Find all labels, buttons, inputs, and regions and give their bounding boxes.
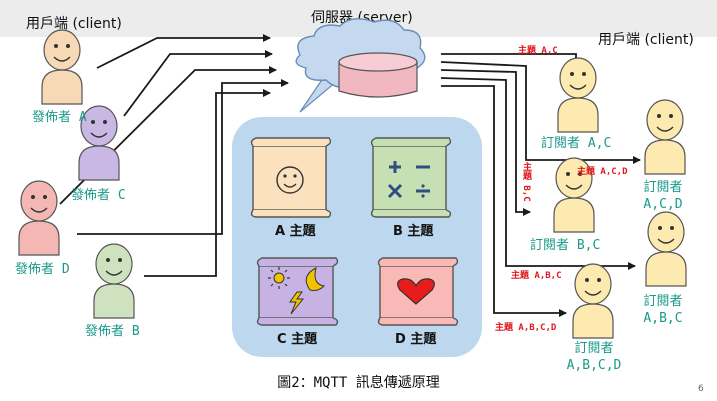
page-number: 6 xyxy=(698,384,704,394)
subscriber-acd-icon xyxy=(644,99,686,175)
arrow-tag-ac: 主題 A,C xyxy=(518,46,558,56)
publisher-a-icon xyxy=(41,29,83,105)
smiley-icon xyxy=(276,166,304,194)
left-client-title: 用戶端 (client) xyxy=(26,16,122,32)
subscriber-abcd-icon xyxy=(572,263,614,339)
publisher-d-label: 發佈者 D xyxy=(15,262,70,277)
subscriber-bc-label: 訂閱者 B,C xyxy=(530,238,601,253)
publisher-b-label: 發佈者 B xyxy=(85,324,140,339)
publisher-a-label: 發佈者 A xyxy=(32,110,87,125)
topic-a-label: A 主題 xyxy=(275,224,316,239)
topic-c-scroll xyxy=(256,257,339,326)
topic-b-label: B 主題 xyxy=(393,224,434,239)
math-symbols-icon xyxy=(387,161,430,199)
subscriber-acd-label: 訂閱者 A,C,D xyxy=(643,180,683,212)
subscriber-ac-icon xyxy=(557,57,599,133)
arrow-tag-bc: 主題 B,C xyxy=(521,162,531,202)
subscriber-ac-label: 訂閱者 A,C xyxy=(541,136,612,151)
heart-icon xyxy=(397,278,435,305)
weather-icon xyxy=(268,267,326,315)
publisher-c-label: 發佈者 C xyxy=(71,188,126,203)
subscriber-abc-label: 訂閱者 A,B,C xyxy=(643,294,683,326)
server-database-icon xyxy=(338,52,418,98)
topic-a-scroll xyxy=(250,137,332,218)
publisher-b-icon xyxy=(93,243,135,319)
topic-d-label: D 主題 xyxy=(395,332,437,347)
subscribe-arrows xyxy=(440,53,641,317)
figure-caption: 圖2：MQTT 訊息傳遞原理 xyxy=(277,375,440,391)
topic-b-scroll xyxy=(370,137,452,218)
arrow-tag-abc: 主題 A,B,C xyxy=(511,271,562,281)
publisher-d-icon xyxy=(18,180,60,256)
subscriber-abc-icon xyxy=(645,211,687,287)
publish-arrows xyxy=(59,34,289,277)
right-client-title: 用戶端 (client) xyxy=(598,32,694,48)
topic-d-scroll xyxy=(377,257,459,326)
arrow-tag-abcd: 主題 A,B,C,D xyxy=(495,323,557,333)
arrow-tag-acd: 主題 A,C,D xyxy=(577,167,628,177)
subscriber-abcd-label: 訂閱者 A,B,C,D xyxy=(566,341,622,373)
topic-c-label: C 主題 xyxy=(277,332,318,347)
